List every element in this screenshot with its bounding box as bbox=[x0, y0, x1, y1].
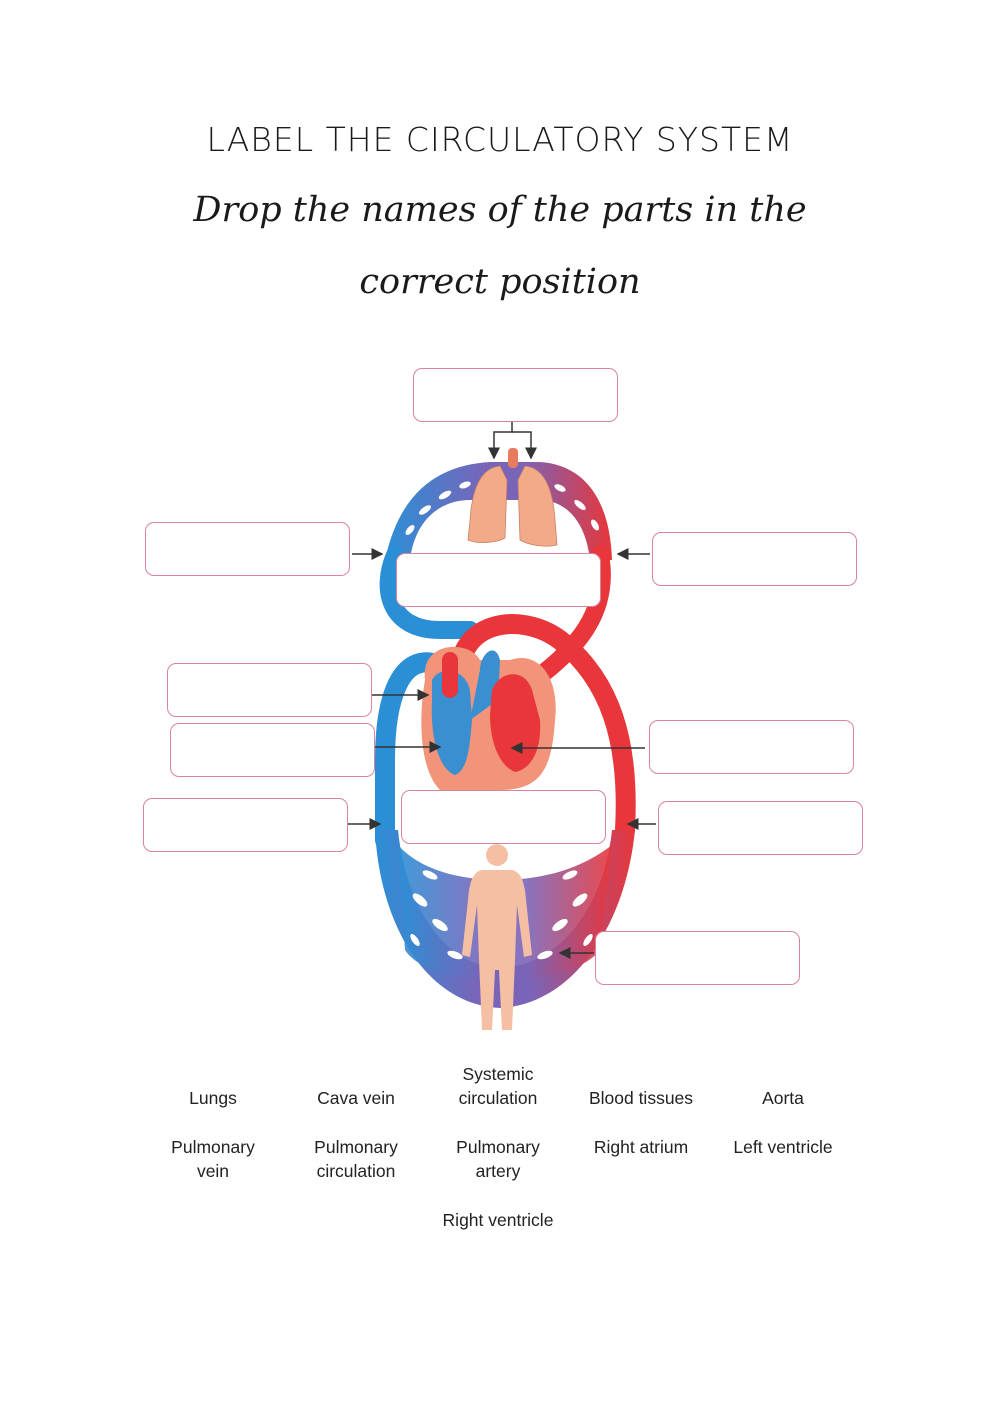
drop-zone-right-ventricle[interactable] bbox=[170, 723, 375, 777]
word-text: Aorta bbox=[762, 1088, 804, 1108]
word-text-line2: circulation bbox=[316, 1161, 396, 1181]
lungs-arrow-right bbox=[512, 431, 537, 460]
word-pulmonary-circulation[interactable]: Pulmonary circulation bbox=[286, 1135, 426, 1183]
word-pulmonary-artery[interactable]: Pulmonary artery bbox=[428, 1135, 568, 1183]
drop-zone-tissues[interactable] bbox=[595, 931, 800, 985]
lungs-illustration bbox=[467, 448, 558, 547]
word-pulmonary-vein[interactable]: Pulmonary vein bbox=[143, 1135, 283, 1183]
word-text: Blood tissues bbox=[588, 1088, 694, 1108]
word-text: Right atrium bbox=[593, 1137, 689, 1157]
word-text: Lungs bbox=[189, 1088, 237, 1108]
lungs-arrow-left bbox=[488, 422, 513, 460]
word-text-line2: artery bbox=[475, 1161, 521, 1181]
word-left-ventricle[interactable]: Left ventricle bbox=[713, 1135, 853, 1159]
word-right-atrium[interactable]: Right atrium bbox=[571, 1135, 711, 1159]
word-text: Right ventricle bbox=[442, 1210, 554, 1230]
word-text-line1: Pulmonary bbox=[456, 1137, 540, 1157]
word-text-line1: Pulmonary bbox=[314, 1137, 398, 1157]
instruction-line-1: Drop the names of the parts in the bbox=[193, 190, 807, 230]
word-lungs[interactable]: Lungs bbox=[143, 1086, 283, 1110]
drop-zone-lungs[interactable] bbox=[413, 368, 618, 422]
drop-zone-right-atrium[interactable] bbox=[167, 663, 372, 717]
word-aorta[interactable]: Aorta bbox=[713, 1086, 853, 1110]
word-cava-vein[interactable]: Cava vein bbox=[286, 1086, 426, 1110]
word-text-line1: Pulmonary bbox=[171, 1137, 255, 1157]
drop-zone-left-vessel[interactable] bbox=[145, 522, 350, 576]
word-blood-tissues[interactable]: Blood tissues bbox=[571, 1086, 711, 1110]
heart-illustration bbox=[421, 646, 556, 790]
instruction-line-2: correct position bbox=[359, 262, 641, 302]
word-systemic-circulation[interactable]: Systemic circulation bbox=[428, 1062, 568, 1110]
drop-zone-right-lower-vessel[interactable] bbox=[658, 801, 863, 855]
drop-zone-right-vessel[interactable] bbox=[652, 532, 857, 586]
pointer-arrows bbox=[348, 422, 656, 959]
page-title: LABEL THE CIRCULATORY SYSTEM bbox=[206, 120, 794, 159]
drop-zone-center-lower[interactable] bbox=[401, 790, 606, 844]
word-text: Left ventricle bbox=[733, 1137, 833, 1157]
word-text: Cava vein bbox=[317, 1088, 395, 1108]
word-text-line2: circulation bbox=[458, 1088, 538, 1108]
word-text-line2: vein bbox=[196, 1161, 230, 1181]
word-right-ventricle[interactable]: Right ventricle bbox=[428, 1208, 568, 1232]
word-text-line1: Systemic bbox=[462, 1064, 534, 1084]
pulmonary-capillary-bed bbox=[385, 462, 612, 560]
drop-zone-left-ventricle[interactable] bbox=[649, 720, 854, 774]
human-figure bbox=[462, 844, 532, 1030]
drop-zone-center-upper[interactable] bbox=[396, 553, 601, 607]
drop-zone-left-lower-vessel[interactable] bbox=[143, 798, 348, 852]
